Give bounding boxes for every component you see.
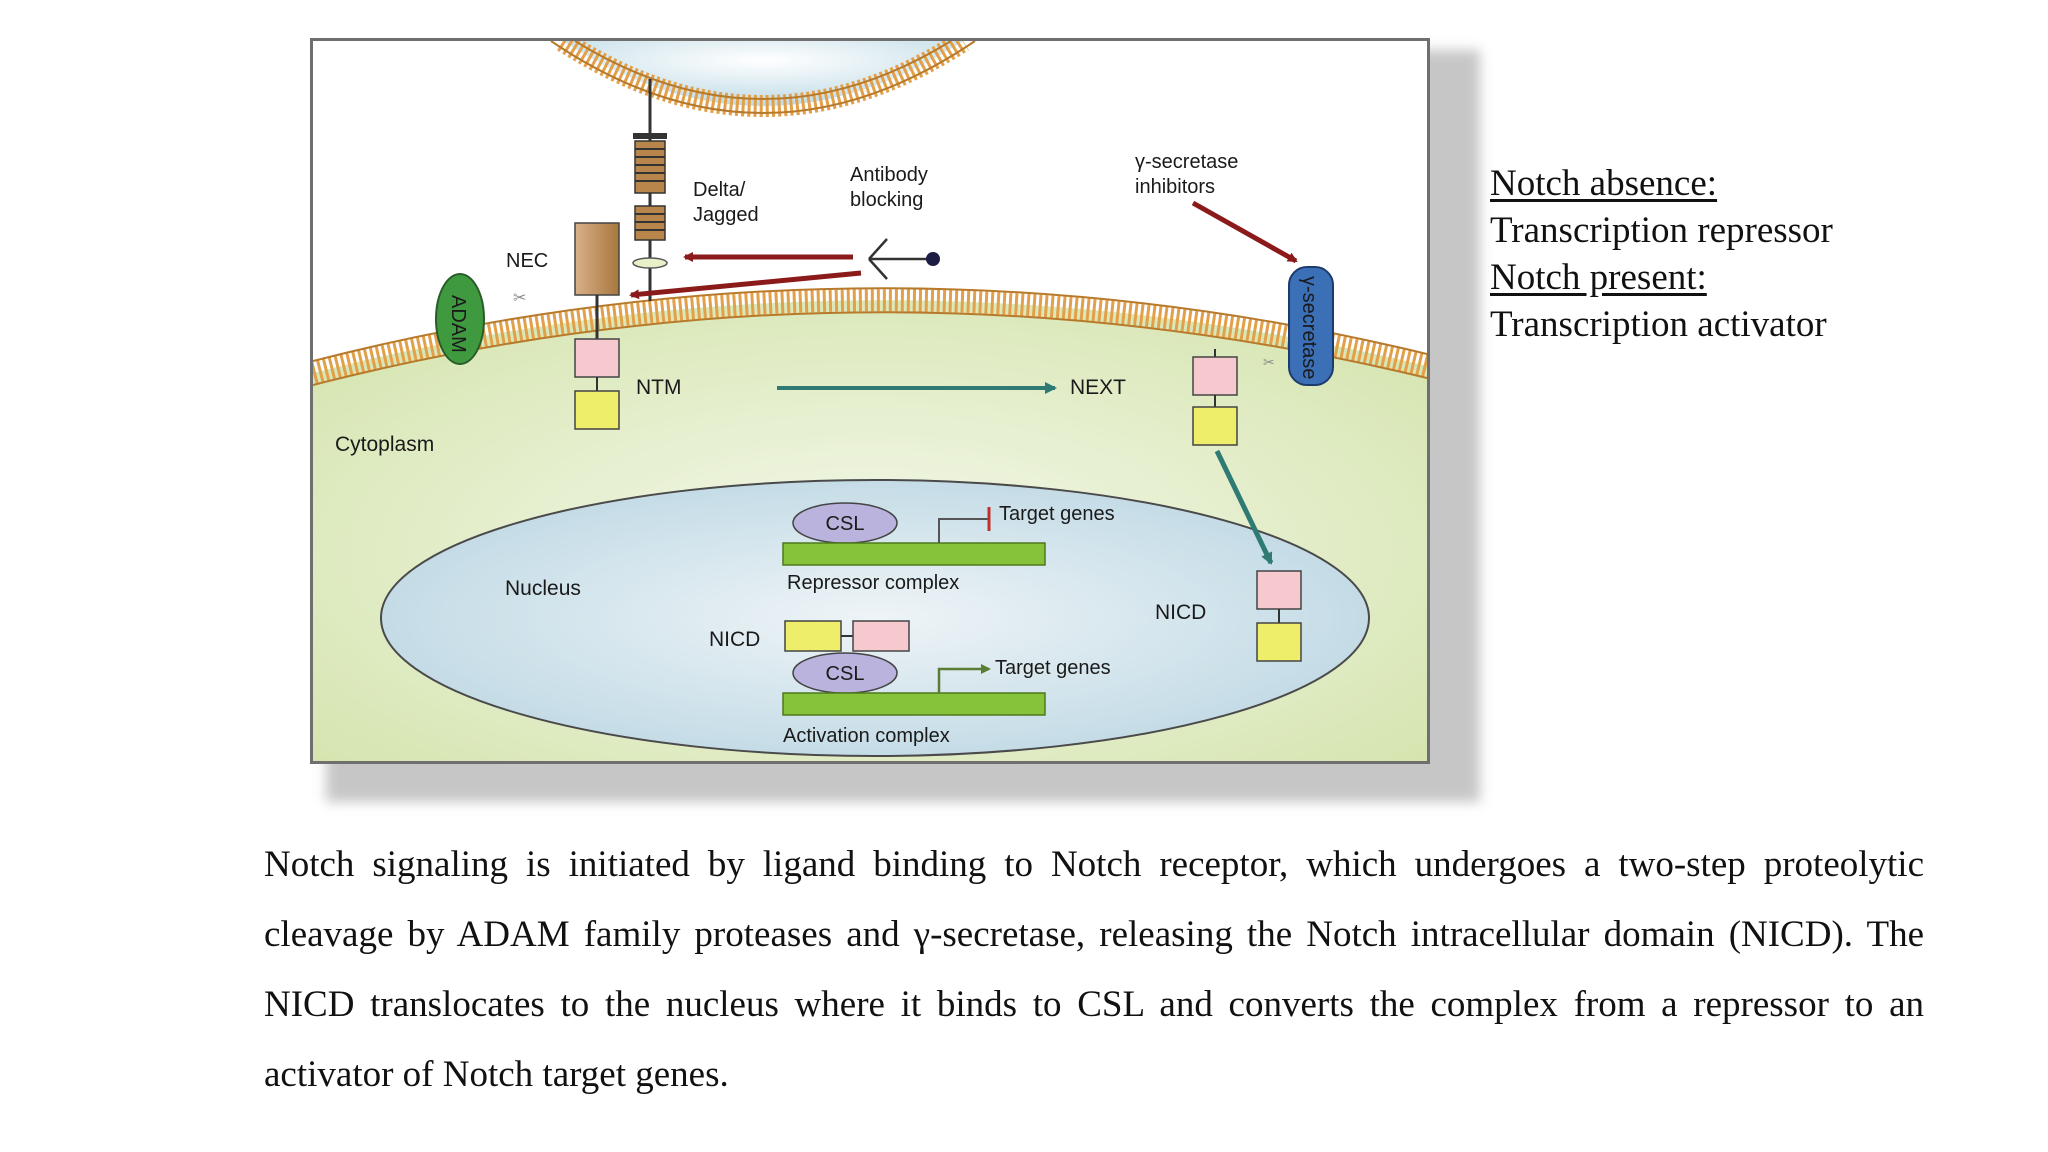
adam-label: ADAM bbox=[447, 295, 469, 353]
gamma-secretase-complex bbox=[1288, 266, 1334, 386]
adam-protease bbox=[435, 273, 485, 365]
antibody-icon bbox=[868, 238, 940, 280]
csl-bottom-label: CSL bbox=[826, 663, 865, 685]
next-yellow-domain bbox=[1192, 406, 1238, 446]
gamma-inhibitors-label-2: inhibitors bbox=[1135, 176, 1215, 198]
nicd-center-label: NICD bbox=[709, 628, 760, 651]
nicd-right-label: NICD bbox=[1155, 601, 1206, 624]
nicd-center-pink-domain bbox=[852, 620, 910, 652]
side-notes: Notch absence: Transcription repressor N… bbox=[1490, 160, 2010, 348]
repressor-complex-label: Repressor complex bbox=[787, 572, 959, 594]
cytoplasm-label: Cytoplasm bbox=[335, 433, 434, 456]
activation-dna-bar bbox=[782, 692, 1046, 716]
antibody-arrow-to-nec bbox=[629, 270, 862, 300]
upper-membrane bbox=[557, 41, 969, 117]
next-label: NEXT bbox=[1070, 376, 1126, 399]
ntm-label: NTM bbox=[636, 376, 682, 399]
gamma-inhibitors-label-1: γ-secretase bbox=[1135, 151, 1238, 173]
delta-jagged-label-1: Delta/ bbox=[693, 179, 746, 201]
inhibitor-arrow bbox=[1191, 200, 1298, 264]
nec-domain bbox=[574, 222, 620, 296]
nicd-right-yellow-domain bbox=[1256, 622, 1302, 662]
ligand-stack-upper bbox=[634, 140, 666, 194]
activation-complex-label: Activation complex bbox=[783, 725, 950, 747]
nec-label: NEC bbox=[506, 250, 548, 272]
gamma-secretase-label: γ-secretase bbox=[1298, 276, 1320, 379]
nicd-center-yellow-domain bbox=[784, 620, 842, 652]
target-genes-bottom-label: Target genes bbox=[995, 657, 1111, 679]
nucleus-label: Nucleus bbox=[505, 577, 581, 600]
scissors-icon-gamma: ✂ bbox=[1263, 355, 1275, 371]
next-to-nicd-arrow bbox=[1214, 449, 1274, 565]
notch-signaling-diagram: Delta/ Jagged NEC ✂ ADAM NTM Cytoplasm A… bbox=[310, 38, 1430, 764]
delta-jagged-label-2: Jagged bbox=[693, 204, 759, 226]
antibody-label-2: blocking bbox=[850, 189, 923, 211]
repressor-gene-marker bbox=[938, 518, 989, 543]
ntm-yellow-domain bbox=[574, 390, 620, 430]
figure-caption: Notch signaling is initiated by ligand b… bbox=[264, 844, 1924, 1095]
scissors-icon: ✂ bbox=[513, 288, 526, 307]
notch-absence-value: Transcription repressor bbox=[1490, 210, 1833, 251]
notch-present-label: Notch present: bbox=[1490, 257, 1707, 298]
ntm-pink-domain bbox=[574, 338, 620, 378]
repressor-dna-bar bbox=[782, 542, 1046, 566]
antibody-label-1: Antibody bbox=[850, 164, 928, 186]
nicd-right-pink-domain bbox=[1256, 570, 1302, 610]
target-genes-top-label: Target genes bbox=[999, 503, 1115, 525]
ligand-binding-disc bbox=[632, 257, 668, 269]
nucleus bbox=[380, 479, 1370, 757]
ligand-stack-lower bbox=[634, 205, 666, 241]
csl-top-label: CSL bbox=[826, 513, 865, 535]
next-pink-domain bbox=[1192, 356, 1238, 396]
notch-absence-label: Notch absence: bbox=[1490, 163, 1718, 204]
notch-present-value: Transcription activator bbox=[1490, 304, 1827, 345]
activation-gene-arrow bbox=[937, 664, 991, 693]
